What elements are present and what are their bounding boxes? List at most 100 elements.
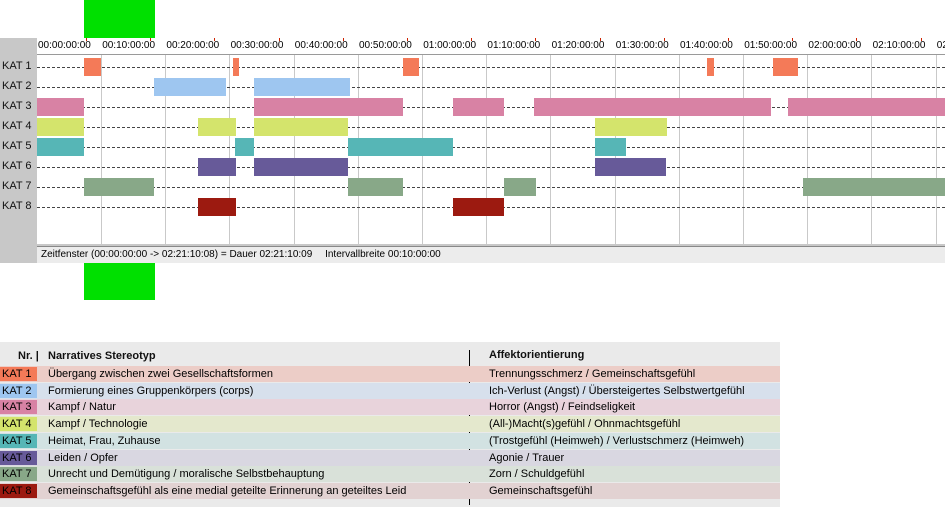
time-scale[interactable]: 00:00:00:00 00:10:00:00 00:20:00:00 00:30:0… (37, 38, 945, 55)
timeline-segment[interactable] (453, 198, 504, 216)
grid-line (101, 55, 102, 244)
affect-text: Horror (Angst) / Feindseligkeit (489, 401, 636, 414)
category-badge: KAT 6 (0, 450, 37, 465)
timeline-segment[interactable] (84, 178, 154, 196)
time-tick (214, 38, 216, 41)
timeline-segment[interactable] (254, 118, 348, 136)
timeline-segment[interactable] (453, 98, 504, 116)
row-track (37, 67, 945, 68)
grid-line (550, 55, 552, 244)
affect-text: (All-)Macht(s)gefühl / Ohnmachtsgefühl (489, 418, 681, 431)
timeline-segment[interactable] (348, 178, 403, 196)
time-tick (278, 38, 280, 41)
time-tick (728, 38, 729, 41)
legend-header-nr: Nr. | (18, 350, 39, 362)
time-tick (792, 38, 794, 41)
grid-line (293, 55, 295, 244)
stereotype-text: Leiden / Opfer (48, 451, 118, 464)
category-badge: KAT 1 (0, 367, 37, 381)
category-badge: KAT 3 (0, 400, 37, 415)
legend-header-stereotype: Narratives Stereotyp (48, 350, 156, 362)
time-label: 01:20:00:00 (551, 40, 605, 51)
timeline-segment[interactable] (198, 198, 236, 216)
stereotype-text: Formierung eines Gruppenkörpers (corps) (48, 384, 254, 397)
legend-header-affect: Affektorientierung (489, 349, 585, 361)
playhead-marker-top[interactable] (84, 0, 155, 38)
time-label: 00:50:00:00 (359, 40, 412, 51)
time-tick (856, 38, 858, 41)
time-label: 00:10:00:00 (102, 40, 156, 51)
affect-text: Zorn / Schuldgefühl (489, 468, 585, 481)
time-label: 01:50:00:00 (744, 40, 798, 51)
timeline-segment[interactable] (773, 58, 798, 76)
affect-text: Ich-Verlust (Angst) / Übersteigertes Sel… (489, 384, 745, 397)
legend-row: KAT 1 Übergang zwischen zwei Gesellschaft… (0, 366, 780, 382)
row-track (37, 147, 945, 148)
timeline-segment[interactable] (233, 58, 239, 76)
timeline-segment[interactable] (37, 138, 84, 156)
affect-text: Trennungsschmerz / Gemeinschaftsgefühl (489, 368, 696, 380)
timeline-plot[interactable]: 00:00:00:00 00:10:00:00 00:20:00:00 00:30:0… (37, 38, 945, 244)
category-legend: Nr. | Narratives Stereotyp Affektorienti… (0, 342, 780, 507)
timeline-segment[interactable] (348, 138, 453, 156)
grid-line (871, 55, 873, 244)
timeline-segment[interactable] (534, 98, 771, 116)
row-label: KAT 4 (2, 120, 32, 132)
timeline-segment[interactable] (198, 118, 236, 136)
timeline-segment[interactable] (37, 98, 84, 116)
time-label: 00:30:00:00 (230, 40, 284, 51)
time-label: 01:30:00:00 (615, 40, 669, 51)
time-label: 00:00:00:00 (38, 40, 91, 51)
timeline-segment[interactable] (254, 158, 348, 176)
row-track (37, 87, 945, 88)
time-label: 02 (936, 40, 945, 51)
time-tick (663, 38, 665, 41)
timeline-segment[interactable] (254, 78, 350, 96)
category-badge: KAT 7 (0, 467, 37, 482)
category-badge: KAT 8 (0, 483, 37, 498)
row-track (37, 167, 945, 168)
grid-line (743, 55, 744, 244)
stereotype-text: Übergang zwischen zwei Gesellschaftsform… (48, 368, 273, 380)
stereotype-text: Heimat, Frau, Zuhause (48, 434, 161, 447)
timeline-segment[interactable] (504, 178, 536, 196)
grid-line (678, 55, 680, 244)
timeline-segment[interactable] (235, 138, 254, 156)
playhead-marker-bottom[interactable] (84, 263, 155, 300)
status-interval-text: Intervallbreite 00:10:00:00 (325, 249, 441, 260)
row-label: KAT 5 (2, 140, 32, 152)
time-tick (471, 38, 473, 41)
timeline-segment[interactable] (154, 78, 226, 96)
timeline-segment[interactable] (84, 58, 101, 76)
timeline-segment[interactable] (595, 138, 626, 156)
timeline-segment[interactable] (37, 118, 84, 136)
grid-line (165, 55, 167, 244)
category-badge: KAT 5 (0, 433, 37, 448)
time-tick (920, 38, 922, 41)
timeline-segment[interactable] (254, 98, 403, 116)
timeline-segment[interactable] (595, 158, 666, 176)
stereotype-text: Gemeinschaftsgefühl als eine medial gete… (48, 484, 407, 497)
timeline-segment[interactable] (595, 118, 667, 136)
grid-line (807, 55, 809, 244)
stereotype-text: Kampf / Natur (48, 401, 116, 414)
row-label: KAT 2 (2, 80, 32, 92)
row-label: KAT 3 (2, 100, 32, 112)
status-bar: Zeitfenster (00:00:00:00 -> 02:21:10:08)… (37, 246, 945, 263)
time-tick (599, 38, 601, 41)
time-label: 00:20:00:00 (166, 40, 220, 51)
time-label: 00:40:00:00 (294, 40, 348, 51)
time-label: 01:00:00:00 (423, 40, 477, 51)
timeline-segment[interactable] (788, 98, 945, 116)
timeline-segment[interactable] (707, 58, 714, 76)
timeline-segment[interactable] (198, 158, 236, 176)
timeline-segment[interactable] (803, 178, 945, 196)
legend-row: KAT 3 Kampf / Natur Horror (Angst) / Feind… (0, 399, 780, 416)
legend-row: KAT 8 Gemeinschaftsgefühl als eine medial… (0, 482, 780, 499)
timeline-segment[interactable] (403, 58, 419, 76)
